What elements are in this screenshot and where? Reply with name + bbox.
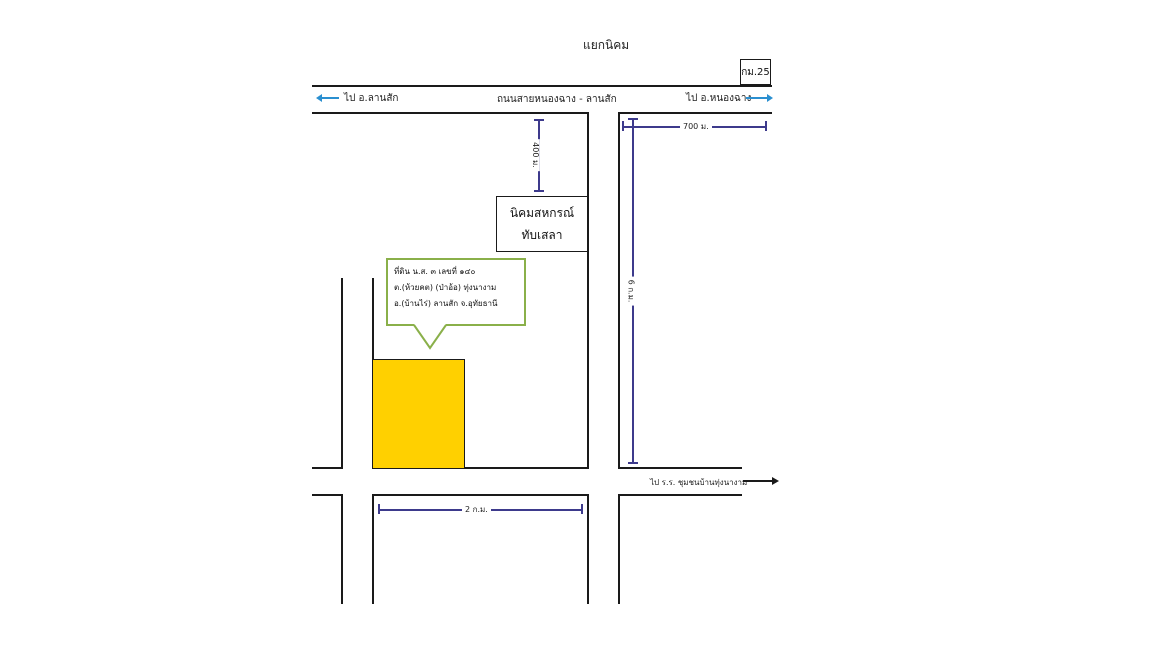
cross-road-south-edge-1 <box>312 494 342 496</box>
parcel-callout: ที่ดิน น.ส. ๓ เลขที่ ๑๔๐ ต.(ห้วยคต) (ป่า… <box>386 258 526 326</box>
cross-road-north-edge-1 <box>312 467 342 469</box>
parcel-callout-line1: ที่ดิน น.ส. ๓ เลขที่ ๑๔๐ <box>394 267 476 276</box>
dim-6km-label: 6 ก.ม. <box>625 276 636 306</box>
left-road-east-edge <box>372 278 374 360</box>
cross-road-north-edge-2 <box>372 467 588 469</box>
main-road-name: ถนนสายหนองฉาง - ลานสัก <box>497 94 617 105</box>
cross-road-south-edge-2 <box>372 494 588 496</box>
dim-6km-cap-top <box>628 118 638 120</box>
left-road-west-edge <box>341 278 343 469</box>
dim-700-label: 700 ม. <box>680 122 712 132</box>
cooperative-name-line2: ทับเสลา <box>521 228 563 242</box>
direction-lansak: ไป อ.ลานสัก <box>344 93 399 104</box>
km-marker: กม.25 <box>740 59 771 85</box>
arrow-left-icon <box>316 94 339 102</box>
dim-2km-cap-left <box>378 504 380 514</box>
dim-700-cap-left <box>622 121 624 131</box>
main-road-south-edge-right <box>618 112 772 114</box>
lower-left-road-west-edge <box>341 494 343 604</box>
dim-6km-cap-bottom <box>628 462 638 464</box>
cross-road-south-edge-3 <box>618 494 742 496</box>
parcel-callout-line3: อ.(บ้านไร่) ลานสัก จ.อุทัยธานี <box>394 299 498 308</box>
direction-school: ไป ร.ร. ชุมชนบ้านทุ่งนางาม <box>650 478 748 487</box>
callout-pointer <box>413 324 447 350</box>
dim-400-cap-top <box>534 119 544 121</box>
cross-road-north-edge-3 <box>618 467 742 469</box>
land-parcel <box>372 359 465 469</box>
km-marker-label: กม.25 <box>741 66 770 78</box>
main-road-north-edge <box>312 85 772 87</box>
lower-center-road-west-edge <box>587 494 589 604</box>
direction-nongchang: ไป อ.หนองฉาง <box>686 93 752 104</box>
parcel-callout-line2: ต.(ห้วยคต) (ป่าอ้อ) ทุ่งนางาม <box>394 283 497 292</box>
arrow-right-school-icon <box>743 477 779 485</box>
main-road-south-edge-left <box>312 112 588 114</box>
dim-400-label: 400 ม. <box>529 139 540 171</box>
dim-2km-cap-right <box>581 504 583 514</box>
center-road-east-edge <box>618 112 620 469</box>
dim-700-cap-right <box>765 121 767 131</box>
cooperative-box: นิคมสหกรณ์ ทับเสลา <box>496 196 588 252</box>
junction-label: แยกนิคม <box>583 38 630 52</box>
lower-center-road-east-edge <box>618 494 620 604</box>
dim-400-cap-bottom <box>534 190 544 192</box>
lower-left-road-east-edge <box>372 494 374 604</box>
center-road-west-edge <box>587 112 589 469</box>
cooperative-name-line1: นิคมสหกรณ์ <box>509 206 575 220</box>
dim-2km-label: 2 ก.ม. <box>462 505 491 515</box>
arrow-right-icon <box>746 94 773 102</box>
